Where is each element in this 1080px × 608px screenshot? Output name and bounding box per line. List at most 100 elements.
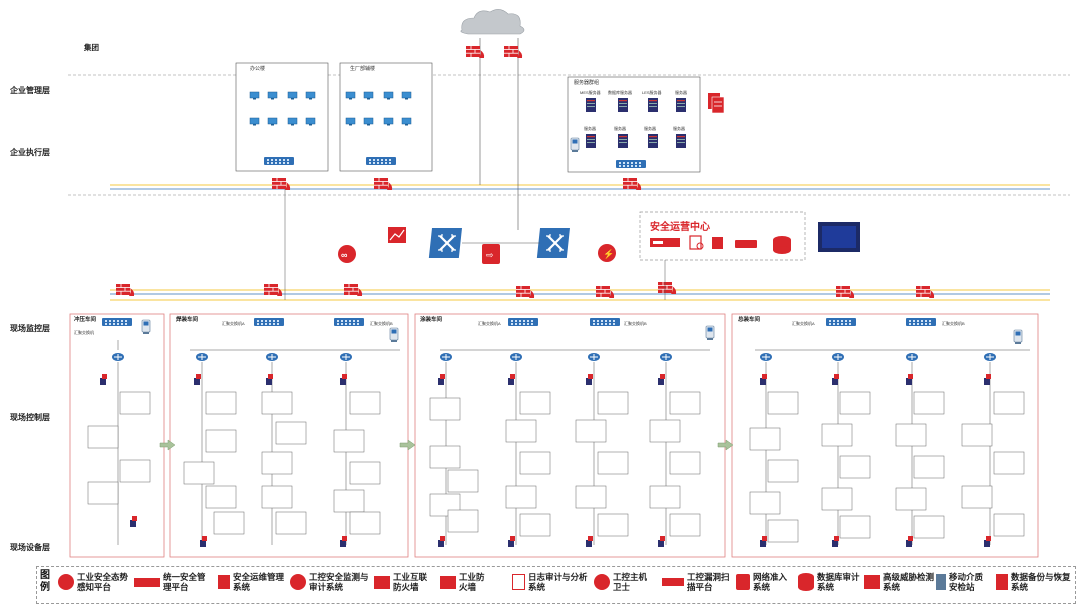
layer-site-device: 现场设备层: [10, 543, 50, 552]
network-access-icon: ⇨: [482, 244, 500, 264]
situational-awareness-icon: ∞: [338, 245, 356, 263]
switch-icon: [334, 318, 364, 326]
server-label-1: MES服务器: [580, 89, 601, 95]
core-switch-icon: [535, 226, 572, 260]
media-kiosk-icon: [705, 325, 715, 341]
ws-welding-title: 焊装车间: [176, 315, 199, 323]
industrial-firewall-icon: [115, 283, 135, 297]
log-audit-icon: [689, 235, 704, 250]
ws-welding-switch-b: 汇聚交换机B: [370, 320, 393, 326]
backup-icon: [708, 93, 725, 114]
host-guard-icon: [594, 574, 610, 590]
ws-painting-switch-b: 汇聚交换机B: [624, 320, 647, 326]
vuln-scan-icon: [735, 240, 757, 248]
ws-painting-switch-a: 汇聚交换机A: [478, 320, 501, 326]
industrial-firewall-icon: [515, 285, 535, 299]
internet-firewall-icon: [465, 45, 485, 59]
switch-icon: [254, 318, 284, 326]
media-kiosk-icon: [1013, 329, 1023, 345]
soc-title: 安全运营中心: [650, 220, 710, 233]
monitor-audit-icon: [290, 574, 306, 590]
switch-icon: [826, 318, 856, 326]
layer-enterprise-mgmt: 企业管理层: [10, 86, 50, 95]
internet-firewall-icon: [374, 575, 390, 589]
industrial-firewall-icon: [915, 285, 935, 299]
server-label-8: 服务器: [673, 125, 685, 131]
server-label-5: 服务器: [584, 125, 596, 131]
legend-item-2: 统一安全管理平台: [134, 572, 213, 592]
legend-title: 图例: [40, 570, 50, 593]
management-platform-icon: [134, 577, 160, 587]
db-audit-icon: [773, 236, 791, 254]
svg-text:⚡: ⚡: [603, 248, 614, 260]
group-label: 集团: [84, 43, 99, 52]
server-label-2: 数据库服务器: [608, 89, 632, 95]
server-label-4: 服务器: [675, 89, 687, 95]
zone-plant-label: 生厂部辅楼: [350, 65, 375, 72]
media-kiosk-icon: [389, 327, 399, 343]
legend-item-11: 数据库审计系统: [798, 572, 861, 592]
industrial-firewall-icon: [595, 285, 615, 299]
ops-management-icon: [218, 575, 230, 589]
legend-item-4: 工控安全监测与审计系统: [290, 572, 371, 592]
internet-firewall-icon: [503, 45, 523, 59]
ws-assembly-switch-b: 汇聚交换机B: [942, 320, 965, 326]
svg-text:∞: ∞: [341, 250, 348, 260]
legend-item-10: 网络准入系统: [736, 572, 793, 592]
layer-site-control: 现场控制层: [10, 413, 50, 422]
legend-item-13: 移动介质安检站: [936, 572, 991, 592]
db-audit-icon: [798, 573, 814, 591]
legend-item-5: 工业互联防火墙: [374, 572, 435, 592]
ws-welding-switch-a: 汇聚交换机A: [222, 320, 245, 326]
cloud-icon: [460, 9, 525, 35]
industrial-firewall-icon: [440, 575, 456, 589]
ws-stamping-switch: 汇聚交换机: [74, 329, 94, 335]
industrial-firewall-icon: [373, 177, 393, 191]
industrial-firewall-icon: [343, 283, 363, 297]
industrial-firewall-icon: [657, 281, 677, 295]
legend-item-3: 安全运维管理系统: [218, 572, 287, 592]
switch-icon: [264, 157, 294, 165]
switch-icon: [366, 157, 396, 165]
industrial-firewall-icon: [271, 177, 291, 191]
media-kiosk-icon: [141, 319, 151, 335]
ws-stamping-title: 冲压车间: [74, 315, 97, 323]
legend-item-1: 工业安全态势感知平台: [58, 572, 135, 592]
media-kiosk-icon: [570, 137, 580, 153]
ws-assembly-title: 总装车间: [738, 315, 761, 323]
core-switch-icon: [427, 226, 464, 260]
log-audit-icon: [512, 574, 525, 590]
svg-text:⇨: ⇨: [486, 250, 494, 260]
legend-item-9: 工控漏洞扫描平台: [662, 572, 735, 592]
threat-detect-icon: [864, 575, 880, 589]
vuln-scan-icon: [662, 578, 684, 586]
switch-icon: [508, 318, 538, 326]
server-label-7: 服务器: [644, 125, 656, 131]
legend-box: [36, 566, 1076, 604]
legend-item-6: 工业防火墙: [440, 572, 489, 592]
media-kiosk-icon: [936, 574, 946, 590]
legend-item-7: 日志审计与分析系统: [512, 572, 588, 592]
industrial-firewall-icon: [835, 285, 855, 299]
monitor-audit-icon: ⚡: [598, 244, 616, 262]
server-label-6: 服务器: [614, 125, 626, 131]
switch-icon: [590, 318, 620, 326]
legend-item-8: 工控主机卫士: [594, 572, 653, 592]
legend-item-14: 数据备份与恢复系统: [996, 572, 1071, 592]
switch-icon: [102, 318, 132, 326]
management-platform-icon: [650, 238, 680, 247]
switch-icon: [906, 318, 936, 326]
industrial-firewall-icon: [622, 177, 642, 191]
server-label-3: LES服务器: [642, 89, 662, 95]
industrial-firewall-icon: [263, 283, 283, 297]
situational-awareness-icon: [58, 574, 74, 590]
ops-management-icon: [712, 237, 723, 249]
layer-site-monitor: 现场监控层: [10, 324, 50, 333]
zone-office-label: 办公楼: [250, 65, 265, 72]
layer-enterprise-exec: 企业执行层: [10, 148, 50, 157]
ws-assembly-switch-a: 汇聚交换机A: [792, 320, 815, 326]
threat-detect-icon: [388, 227, 406, 243]
backup-icon: [996, 574, 1008, 590]
network-access-icon: [736, 574, 750, 590]
